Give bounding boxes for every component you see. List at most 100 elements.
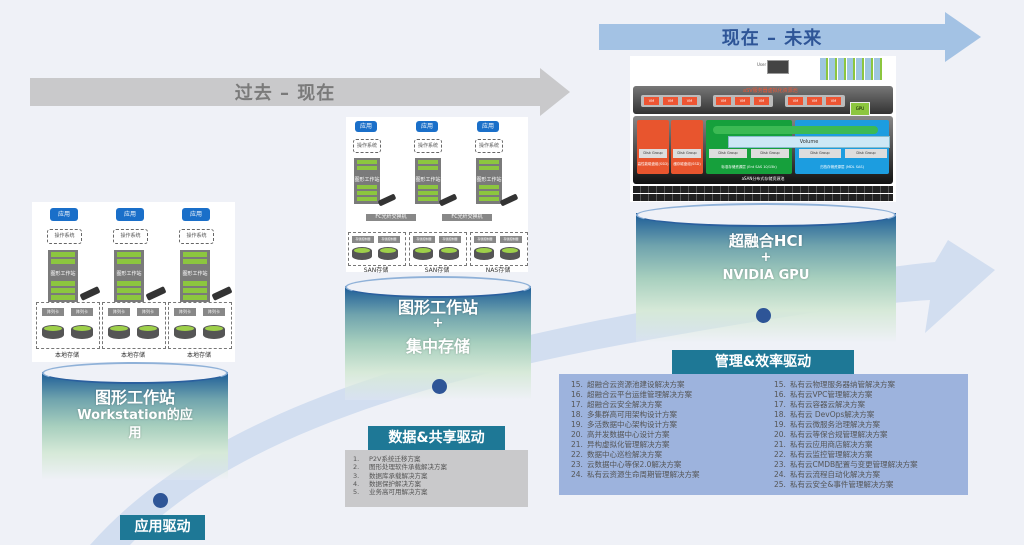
storage-box: 存储控制器存储控制器 <box>470 232 528 266</box>
raid-card: 阵列卡 <box>108 308 130 316</box>
ws-bar <box>479 185 499 189</box>
solution-item: 1.P2V系统迁移方案 <box>353 455 528 463</box>
volume-green-band <box>713 126 878 134</box>
server-chassis-row <box>633 186 893 193</box>
disk-group: Disk Group <box>673 149 701 158</box>
solution-item: 24.私有云资源生命周期管理解决方案 <box>571 470 700 480</box>
tier-label-ssd: 高性能磁盘组(SSD) <box>637 162 669 166</box>
past-era-arrow: 过去 – 现在 <box>30 68 570 116</box>
workstation: 图形工作站 <box>180 250 210 302</box>
solution-item: 19.多活数据中心架构设计方案 <box>571 420 700 430</box>
stage1-milestone-dot <box>153 493 168 508</box>
solution-number: 24. <box>774 470 786 479</box>
vm-box: VM <box>663 97 678 105</box>
stage3-title: 超融合HCI <box>728 232 804 250</box>
raid-card: 阵列卡 <box>137 308 159 316</box>
server-chassis-row <box>633 194 893 201</box>
solution-item: 17.私有云容器云解决方案 <box>774 400 918 410</box>
disk-icon <box>137 325 159 339</box>
local-storage-box: 阵列卡阵列卡 <box>168 302 232 349</box>
ws-bar <box>117 259 141 264</box>
workstation: 图形工作站 <box>476 158 502 204</box>
solution-item: 24.私有云流程自动化解决方案 <box>774 470 918 480</box>
raid-card: 阵列卡 <box>71 308 93 316</box>
ws-bar <box>183 259 207 264</box>
storage-label: 本地存储 <box>54 352 79 359</box>
ws-bar <box>418 191 438 195</box>
ws-bar <box>51 295 75 300</box>
solution-number: 22. <box>571 450 583 459</box>
solution-item: 16.私有云VPC管理解决方案 <box>774 390 918 400</box>
vm-box: VM <box>716 97 731 105</box>
storage-label: 本地存储 <box>186 352 211 359</box>
ws-bar <box>51 281 75 286</box>
workstation: 图形工作站 <box>354 158 380 204</box>
workstation: 图形工作站 <box>415 158 441 204</box>
disk-group: Disk Group <box>751 149 789 158</box>
solution-number: 20. <box>774 430 786 439</box>
solution-text: 数据库承载解决方案 <box>369 471 428 480</box>
solution-text: 私有云 DevOps解决方案 <box>790 410 875 419</box>
solution-text: 超融合云安全解决方案 <box>587 400 662 409</box>
solution-text: 多集群高可用架构设计方案 <box>587 410 677 419</box>
future-era-label: 现在 – 未来 <box>721 28 823 49</box>
solution-number: 3. <box>353 471 360 480</box>
solution-text: 超融合云平台运维管理解决方案 <box>587 390 692 399</box>
vm-box: VM <box>807 97 822 105</box>
disk-group: Disk Group <box>709 149 747 158</box>
storage-controller: 存储控制器 <box>352 236 374 243</box>
ws-bar <box>117 288 141 293</box>
tier-ssd-cache <box>671 120 703 174</box>
solution-item: 21.异构虚拟化管理解决方案 <box>571 440 700 450</box>
solution-item: 3. 数据库承载解决方案 <box>353 472 528 480</box>
pool-label: aSV服务器虚拟化资源池 <box>743 88 798 94</box>
ws-bar <box>418 166 438 170</box>
os-box: 操作系统 <box>179 229 214 244</box>
ws-bar <box>183 288 207 293</box>
gpu-card-icon <box>211 286 233 301</box>
solution-text: 私有云等保合规管理解决方案 <box>790 430 888 439</box>
ws-bar <box>117 252 141 257</box>
solution-item: 22.私有云监控管理解决方案 <box>774 450 918 460</box>
solution-text: 私有云容器云解决方案 <box>790 400 865 409</box>
raid-card: 阵列卡 <box>203 308 225 316</box>
solution-item: 23.云数据中心等保2.0解决方案 <box>571 460 700 470</box>
solution-item: 20.高并发数据中心设计方案 <box>571 430 700 440</box>
ws-bar <box>357 197 377 201</box>
stage3-cylinder: 超融合HCI + NVIDIA GPU <box>636 203 896 343</box>
vm-box: VM <box>644 97 659 105</box>
storage-controller: 存储控制器 <box>439 236 461 243</box>
solution-text: 业务高可用解决方案 <box>369 488 428 497</box>
storage-controller: 存储控制器 <box>474 236 496 243</box>
stage3-subtitle: NVIDIA GPU <box>722 268 810 283</box>
solution-text: 私有云物理服务器纳管解决方案 <box>790 380 895 389</box>
raid-card: 阵列卡 <box>174 308 196 316</box>
disk-group: Disk Group <box>799 149 841 158</box>
disk-group: Disk Group <box>845 149 887 158</box>
past-era-label: 过去 – 现在 <box>234 83 336 104</box>
solution-text: 私有云安全&事件管理解决方案 <box>790 480 894 489</box>
gpu-chip: GPU <box>850 102 870 116</box>
stage1-subtitle-cont: 用 <box>128 426 142 441</box>
solution-number: 21. <box>571 440 583 449</box>
ws-bar <box>479 197 499 201</box>
solution-number: 1. <box>353 455 360 463</box>
solution-item: 19.私有云微服务治理解决方案 <box>774 420 918 430</box>
stage3-drive-label: 管理&效率驱动 <box>672 350 854 374</box>
os-box: 操作系统 <box>353 139 381 153</box>
disk-group: Disk Group <box>639 149 667 158</box>
ws-bar <box>479 166 499 170</box>
local-storage-box: 阵列卡阵列卡 <box>102 302 166 349</box>
solution-text: 私有云资源生命周期管理解决方案 <box>587 470 700 479</box>
solution-text: 云数据中心等保2.0解决方案 <box>587 460 682 469</box>
disk-icon <box>500 247 520 260</box>
solution-text: 私有云应用商店解决方案 <box>790 440 873 449</box>
solution-number: 23. <box>774 460 786 469</box>
storage-label: NAS存储 <box>485 267 511 274</box>
